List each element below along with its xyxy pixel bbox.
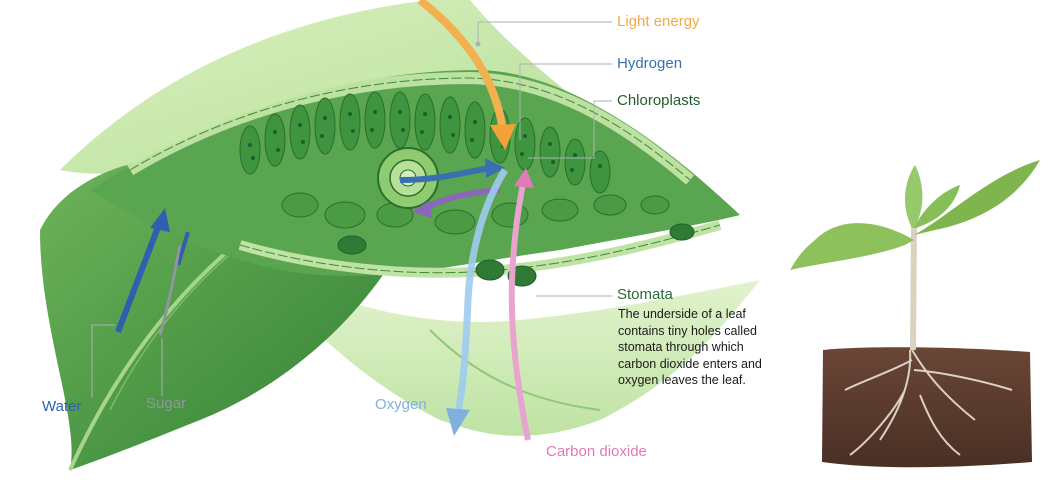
stomata-description: The underside of a leaf contains tiny ho… <box>618 307 762 387</box>
hydrogen-arrow <box>485 158 505 178</box>
sugar-arrow <box>158 244 182 336</box>
oxygen-label: Oxygen <box>375 396 427 413</box>
oxygen-arrow <box>446 408 470 436</box>
stomata-label: Stomata <box>617 286 673 303</box>
chloroplasts-label: Chloroplasts <box>617 92 701 109</box>
hydrogen-label: Hydrogen <box>617 55 683 72</box>
light-arrow <box>490 124 516 150</box>
carbon-dioxide-label: Carbon dioxide <box>546 443 647 460</box>
light-energy-label: Light energy <box>617 13 700 30</box>
carbon-dioxide-arrow <box>514 168 534 188</box>
water-label: Water <box>42 398 82 415</box>
sugar-label: Sugar <box>146 395 187 412</box>
water-arrow <box>150 208 170 232</box>
seedling-illustration <box>790 160 1040 468</box>
